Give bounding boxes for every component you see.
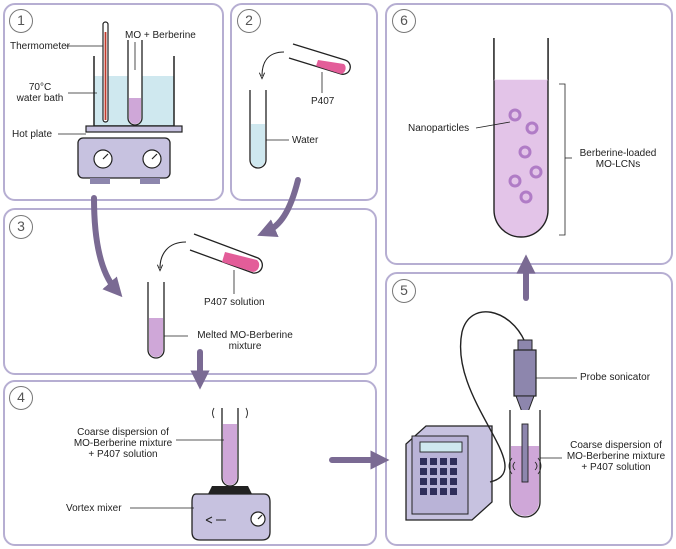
vortex-tube xyxy=(212,407,248,487)
berberine-loaded-label: Berberine-loaded MO-LCNs xyxy=(572,148,664,170)
thermometer-label: Thermometer xyxy=(10,41,71,52)
hot-plate-label: Hot plate xyxy=(12,129,53,140)
water-bath-label-line-2: water bath xyxy=(16,93,64,104)
coarse5-line-2: MO-Berberine mixture xyxy=(566,451,666,462)
p407-tube-step-2 xyxy=(288,43,351,75)
step-2-leader-lines xyxy=(266,72,323,141)
step-1-number: 1 xyxy=(9,9,33,33)
step-4-number: 4 xyxy=(9,386,33,410)
step-6-number: 6 xyxy=(392,9,416,33)
melted-mixture-tube xyxy=(147,282,165,359)
coarse-dispersion-5-label: Coarse dispersion of MO-Berberine mixtur… xyxy=(563,440,669,473)
coarse5-line-3: + P407 solution xyxy=(581,462,651,473)
pour-arrow-3 xyxy=(160,241,187,268)
step-3-leader-lines xyxy=(164,270,235,337)
melted-mixture-label: Melted MO-Berberine mixture xyxy=(190,330,300,352)
coarse5-line-1: Coarse dispersion of xyxy=(570,440,662,451)
thermometer-icon xyxy=(102,21,109,123)
coarse4-line-1: Coarse dispersion of xyxy=(77,427,169,438)
pour-arrow-2 xyxy=(262,51,285,76)
water-bath-label-line-1: 70°C xyxy=(28,82,52,93)
flow-arrows xyxy=(91,177,536,470)
sample-tube-1 xyxy=(127,40,143,126)
arrow-2-to-3 xyxy=(257,177,301,238)
water-tube xyxy=(249,90,267,169)
nanoparticles-label: Nanoparticles xyxy=(408,123,470,134)
keypad-icon xyxy=(420,458,457,495)
step-6-leader-lines xyxy=(475,83,572,236)
step-1-leader-lines xyxy=(58,42,136,135)
mo-berberine-label: MO + Berberine xyxy=(125,30,196,41)
water-label: Water xyxy=(292,135,319,146)
p407-label: P407 xyxy=(311,96,335,107)
step-3-number: 3 xyxy=(9,215,33,239)
step-2-number: 2 xyxy=(237,9,261,33)
sonicator-cable xyxy=(459,311,526,483)
p407-solution-tube xyxy=(189,233,263,274)
arrow-1-to-3 xyxy=(91,195,123,298)
vortex-mixer-label: Vortex mixer xyxy=(66,503,122,514)
coarse4-line-2: MO-Berberine mixture xyxy=(73,438,173,449)
melted-mixture-line-1: Melted MO-Berberine xyxy=(197,330,293,341)
coarse-dispersion-4-label: Coarse dispersion of MO-Berberine mixtur… xyxy=(70,427,176,460)
sonication-tube xyxy=(508,410,542,518)
step-3-panel xyxy=(3,208,377,375)
melted-mixture-line-2: mixture xyxy=(228,341,262,352)
nanoparticles-icon xyxy=(508,108,543,204)
water-bath-label: 70°C water bath xyxy=(12,82,68,104)
hot-plate-icon xyxy=(77,125,183,184)
sonicator-control-box xyxy=(405,425,493,521)
vortex-mixer-icon xyxy=(191,486,271,541)
step-4-leader-lines xyxy=(130,439,224,509)
p407-solution-label: P407 solution xyxy=(204,297,265,308)
probe-sonicator-label: Probe sonicator xyxy=(580,372,651,383)
step-4-panel xyxy=(3,380,377,546)
coarse4-line-3: + P407 solution xyxy=(88,449,158,460)
step-5-leader-lines xyxy=(536,377,577,459)
loaded-line-2: MO-LCNs xyxy=(595,159,641,170)
loaded-line-1: Berberine-loaded xyxy=(579,148,657,159)
nanoparticle-tube xyxy=(493,36,549,238)
step-5-number: 5 xyxy=(392,279,416,303)
